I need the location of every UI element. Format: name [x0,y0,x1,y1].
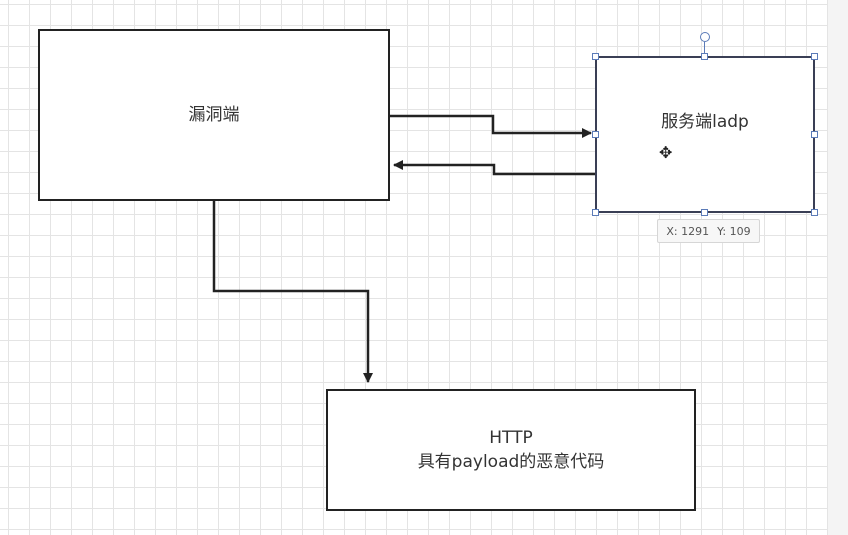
vulnerable-end-label: 漏洞端 [188,105,240,125]
resize-handle-top[interactable] [701,53,708,60]
resize-handle-right[interactable] [811,131,818,138]
canvas-right-edge [828,0,848,535]
resize-handle-top-left[interactable] [592,53,599,60]
vulnerable-end-box[interactable]: 漏洞端 [38,29,390,201]
resize-handle-top-right[interactable] [811,53,818,60]
http-payload-box[interactable]: HTTP 具有payload的恶意代码 [326,389,696,511]
http-label: HTTP [489,428,533,448]
coordinates-tooltip: X: 1291 Y: 109 [657,219,760,243]
arrow-ldap-to-vuln[interactable] [393,160,595,176]
resize-handle-bottom-right[interactable] [811,209,818,216]
coordinate-y: Y: 109 [717,224,751,238]
move-cursor-icon: ✥ [659,143,673,162]
ldap-server-box[interactable]: 服务端ladp [595,56,815,213]
coordinate-x: X: 1291 [666,224,710,238]
resize-handle-bottom[interactable] [701,209,708,216]
payload-label: 具有payload的恶意代码 [417,452,605,472]
rotation-handle[interactable] [700,32,710,42]
arrow-vuln-to-http[interactable] [212,201,373,383]
arrow-vuln-to-ldap[interactable] [390,114,592,138]
ldap-server-label: 服务端ladp [661,112,749,132]
rotation-handle-stem [704,42,705,56]
resize-handle-left[interactable] [592,131,599,138]
resize-handle-bottom-left[interactable] [592,209,599,216]
